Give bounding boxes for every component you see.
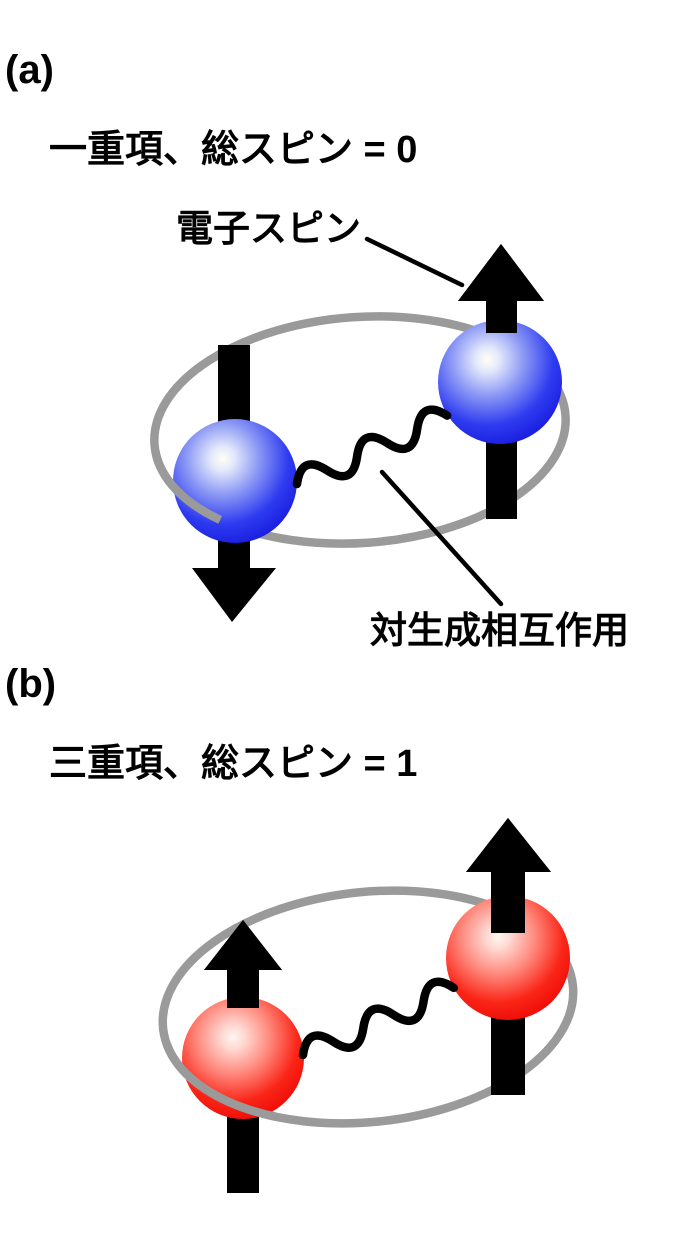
electron-left-a <box>173 419 297 543</box>
pair-interaction-annotation: 対生成相互作用 <box>370 610 629 651</box>
orbit-front-arc-b <box>162 1042 277 1121</box>
pointer-line-pair-interaction <box>379 469 504 607</box>
spin-up-arrow-left-b-head <box>204 920 282 1008</box>
panel-label-a: (a) <box>5 48 54 92</box>
orbit-ellipse-a <box>150 312 570 548</box>
electron-left-b <box>182 997 304 1119</box>
diagram-b <box>158 818 578 1193</box>
electron-right-b <box>446 896 570 1020</box>
orbit-front-arc-a <box>151 451 223 524</box>
pair-interaction-wave-b <box>298 977 458 1060</box>
orbit-ellipse-b <box>158 886 578 1128</box>
electron-spin-annotation: 電子スピン <box>176 208 361 249</box>
panel-title-triplet: 三重項、総スピン = 1 <box>49 743 418 785</box>
pair-interaction-wave-a <box>292 405 452 489</box>
diagram-a <box>150 236 570 622</box>
electron-right-a <box>438 320 562 444</box>
spin-up-arrow-right-a-head <box>458 244 544 333</box>
panel-title-singlet: 一重項、総スピン = 0 <box>49 129 418 171</box>
panel-label-b: (b) <box>5 662 57 706</box>
spin-up-arrow-right-b-head <box>466 818 551 933</box>
pointer-line-electron-spin <box>364 236 465 288</box>
